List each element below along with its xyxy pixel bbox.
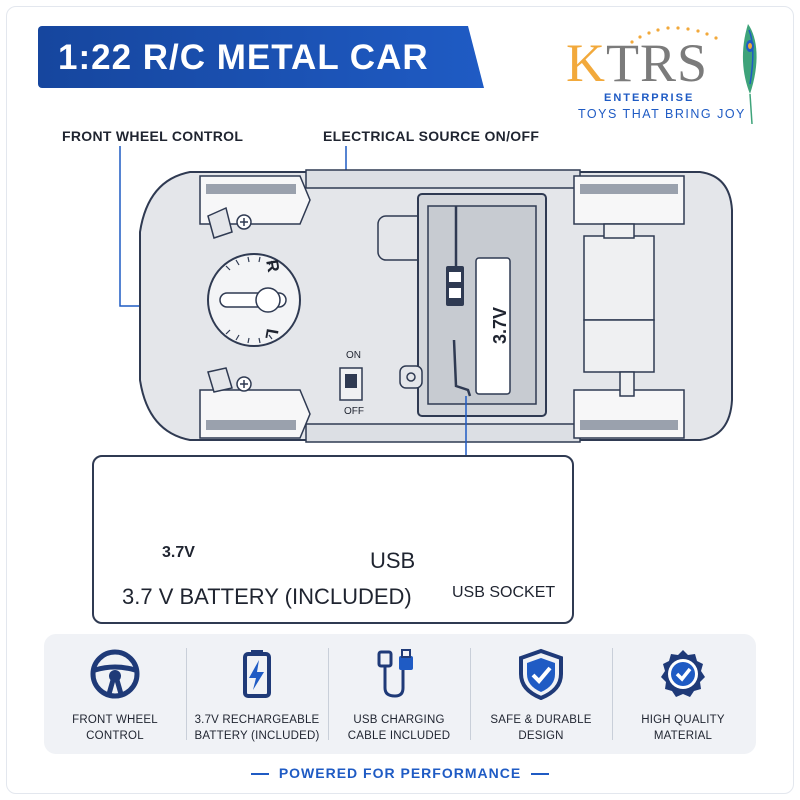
battery-bolt-icon [243,650,271,698]
power-switch [339,367,363,401]
quality-badge-icon [661,650,705,697]
divider [470,648,471,740]
battery-compartment [377,193,547,417]
footer-tagline: POWERED FOR PERFORMANCE [0,765,800,781]
page-title: 1:22 R/C METAL CAR [58,38,429,77]
logo-tagline: TOYS THAT BRING JOY [578,107,746,121]
divider [186,648,187,740]
car-battery-voltage: 3.7V [490,306,511,345]
usb-charging-panel [92,455,574,624]
battery-pack-label: 3.7V [162,544,195,561]
battery-caption: 3.7 V BATTERY (INCLUDED) [122,584,412,609]
shield-check-icon [519,648,563,700]
usb-socket-label: USB SOCKET [452,584,556,601]
wheel-rear-top [573,175,685,225]
steering-wheel-icon [90,649,140,699]
logo-enterprise: ENTERPRISE [604,92,695,104]
title-banner [38,26,484,88]
brand-logo: KTRS ENTERPRISE TOYS THAT BRING JOY [560,20,760,130]
callout-electrical: ELECTRICAL SOURCE ON/OFF [323,128,540,144]
divider [612,648,613,740]
usb-cable-icon [377,649,413,698]
logo-ornament [630,24,757,125]
callout-front-wheel: FRONT WHEEL CONTROL [62,128,244,144]
wheel-rear-bottom [573,389,685,439]
steering-dial [207,253,301,347]
switch-off-label: OFF [344,406,364,417]
divider [328,648,329,740]
usb-plug-label: USB [370,548,416,573]
rear-axle-block [583,223,655,397]
logo-wordmark: KTRS [566,33,709,93]
switch-on-label: ON [346,350,361,361]
wheel-front-bottom [199,389,311,439]
